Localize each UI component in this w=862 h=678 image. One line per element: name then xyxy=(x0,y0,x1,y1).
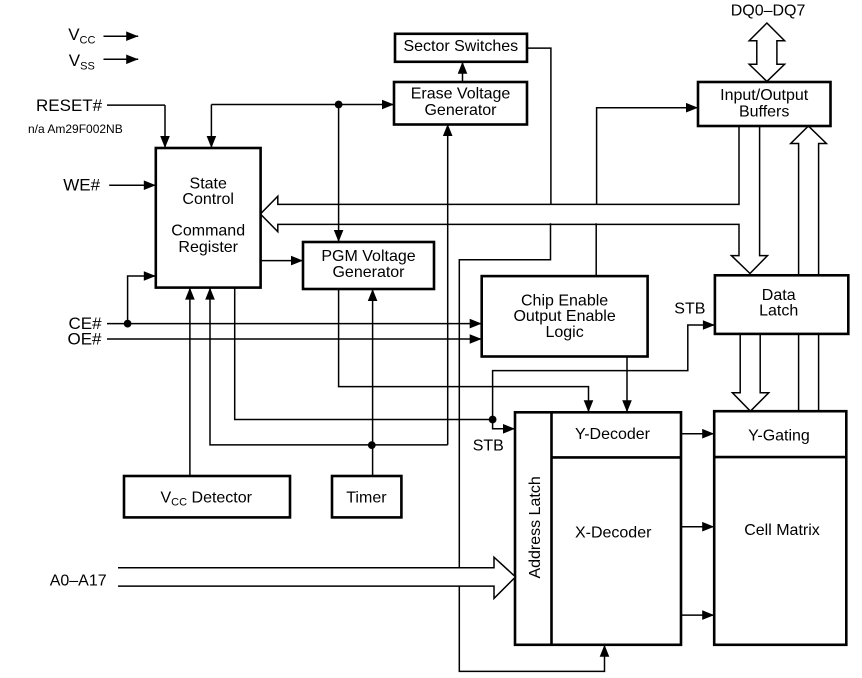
svg-text:Data: Data xyxy=(762,287,796,304)
svg-text:Y-Gating: Y-Gating xyxy=(748,427,810,444)
svg-text:A0–A17: A0–A17 xyxy=(50,573,107,590)
svg-text:VCC: VCC xyxy=(68,25,95,47)
svg-text:Logic: Logic xyxy=(545,324,583,341)
svg-text:Generator: Generator xyxy=(332,264,405,281)
svg-text:Register: Register xyxy=(178,239,238,256)
svg-text:CE#: CE# xyxy=(69,314,103,333)
svg-text:RESET#: RESET# xyxy=(36,96,103,115)
svg-text:Control: Control xyxy=(182,191,234,208)
svg-text:Buffers: Buffers xyxy=(739,103,789,120)
svg-text:STB: STB xyxy=(473,438,504,455)
svg-text:WE#: WE# xyxy=(63,176,100,195)
svg-text:n/a Am29F002NB: n/a Am29F002NB xyxy=(28,122,123,136)
svg-text:STB: STB xyxy=(674,301,705,318)
svg-text:Generator: Generator xyxy=(424,102,497,119)
svg-text:DQ0–DQ7: DQ0–DQ7 xyxy=(731,3,806,20)
svg-text:Sector Switches: Sector Switches xyxy=(403,38,518,55)
svg-text:Latch: Latch xyxy=(759,303,798,320)
svg-text:Output Enable: Output Enable xyxy=(513,308,615,325)
svg-text:X-Decoder: X-Decoder xyxy=(575,524,652,541)
svg-text:Erase Voltage: Erase Voltage xyxy=(411,86,511,103)
svg-text:PGM Voltage: PGM Voltage xyxy=(321,248,415,265)
svg-text:Chip Enable: Chip Enable xyxy=(521,293,608,310)
svg-text:OE#: OE# xyxy=(68,330,103,349)
svg-text:Cell Matrix: Cell Matrix xyxy=(744,522,820,539)
svg-text:State: State xyxy=(190,176,227,193)
svg-text:Timer: Timer xyxy=(346,489,387,506)
svg-text:Address Latch: Address Latch xyxy=(527,476,544,578)
svg-text:Y-Decoder: Y-Decoder xyxy=(575,426,651,443)
svg-text:Command: Command xyxy=(171,223,245,240)
svg-text:Input/Output: Input/Output xyxy=(720,87,809,104)
